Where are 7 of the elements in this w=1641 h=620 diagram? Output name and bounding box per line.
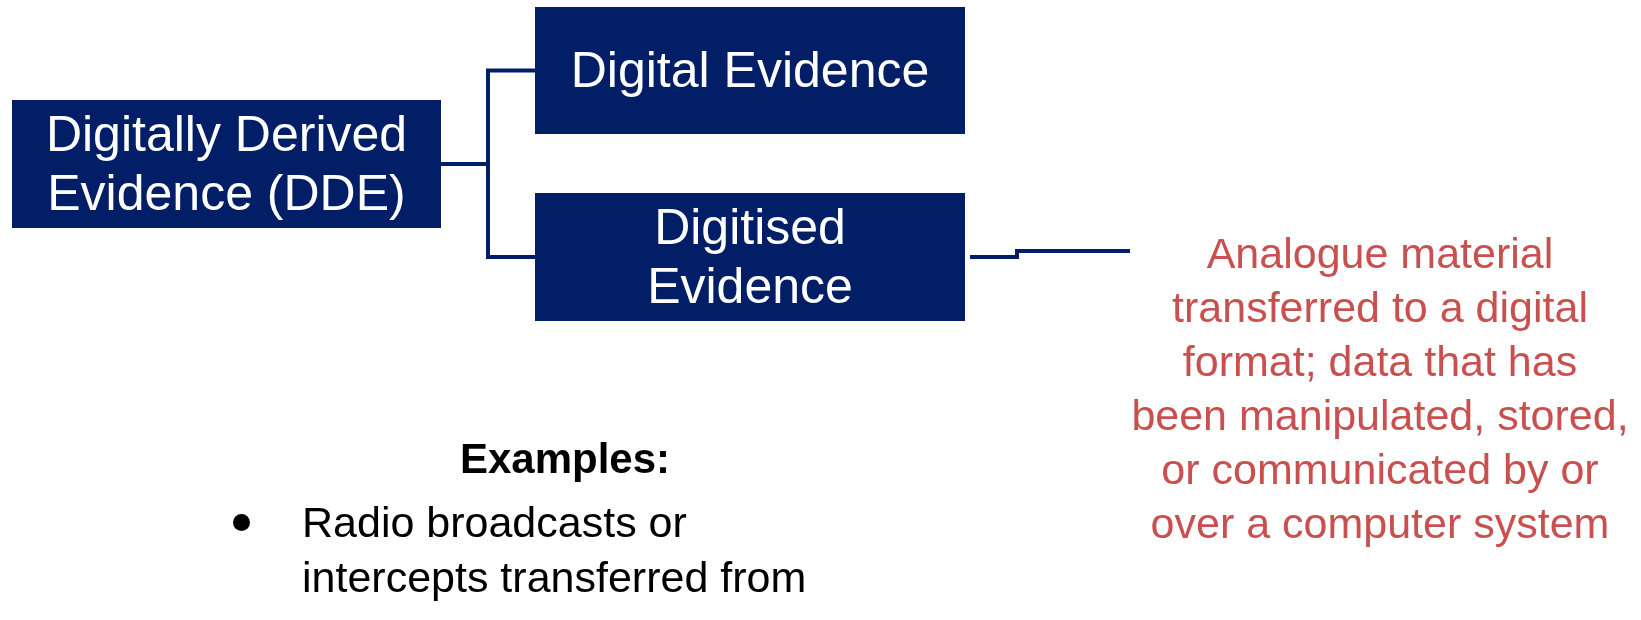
- category-box: Digitally Derived Evidence (DDE): [12, 100, 441, 228]
- category-box: Digitised Evidence: [535, 193, 965, 321]
- definition-text: Analogue material transferred to a digital format; data that has been manipulated, stored, or communicated by or over a computer system: [1130, 226, 1630, 610]
- connector-line: [970, 249, 1130, 259]
- examples-heading: Examples:: [458, 435, 672, 483]
- category-box: Digital Evidence: [535, 7, 965, 134]
- example-item: Radio broadcasts or intercepts transferred from: [302, 497, 808, 603]
